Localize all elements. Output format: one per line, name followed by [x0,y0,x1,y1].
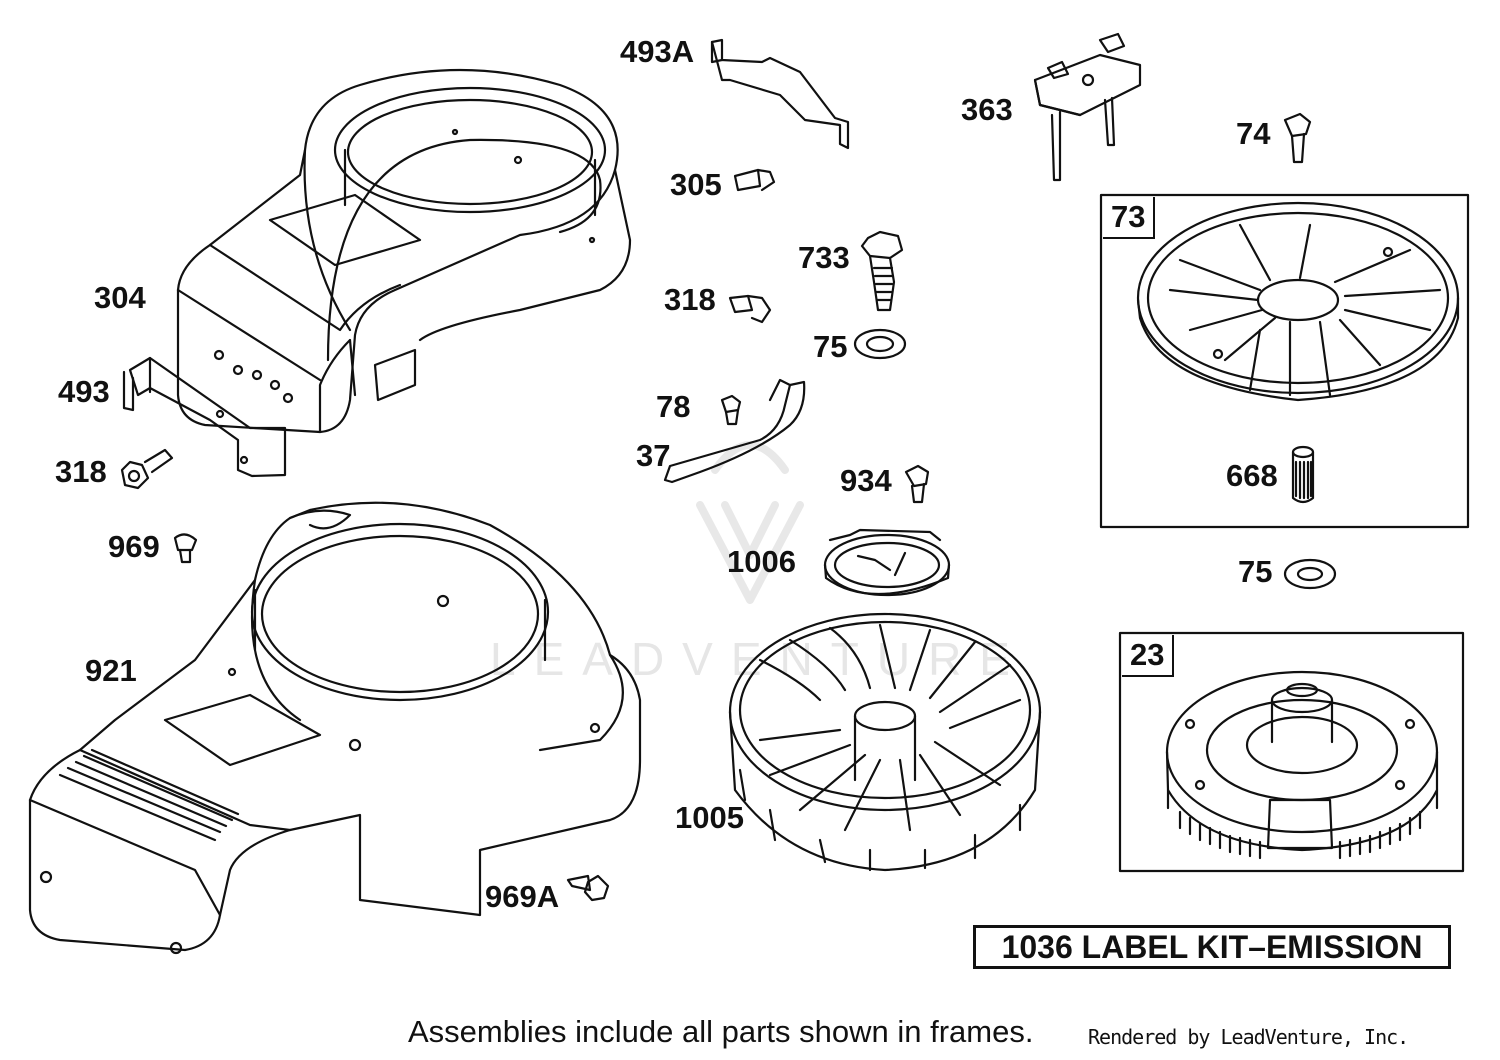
washer-75-right [1283,558,1337,590]
callout-305: 305 [670,167,722,202]
callout-1006: 1006 [727,544,796,579]
callout-493a: 493A [620,34,695,69]
callout-78: 78 [656,389,691,424]
rendered-by-credit: Rendered by LeadVenture, Inc. [1088,1025,1409,1049]
bolt-969 [173,533,198,564]
callout-493: 493 [58,374,110,409]
blower-housing-304 [176,68,632,434]
callout-74: 74 [1236,116,1271,151]
callout-318: 318 [664,282,716,317]
air-vane-37 [663,378,806,484]
bracket-493a [710,38,850,150]
callout-304: 304 [94,280,146,315]
callout-37: 37 [636,438,671,473]
bolt-305 [733,168,776,192]
callout-668: 668 [1226,458,1278,493]
bracket-493 [122,356,287,478]
assemblies-note: Assemblies include all parts shown in fr… [408,1014,1034,1049]
callout-1005: 1005 [675,800,744,835]
callout-733: 733 [798,240,850,275]
washer-75-mid [853,328,907,360]
kit-label: 1036 LABEL KIT–EMISSION [973,925,1451,969]
callout-363: 363 [961,92,1013,127]
retainer-1006 [823,528,951,597]
nut-668 [1291,445,1315,504]
callout-934: 934 [840,463,892,498]
mount-363 [1033,32,1142,182]
frame-23-box [1118,631,1465,873]
frame-label-23: 23 [1122,635,1175,678]
frame-label-73: 73 [1103,197,1156,240]
callout-75: 75 [813,329,848,364]
bolt-74 [1283,112,1312,164]
callout-921: 921 [85,653,137,688]
callout-969a: 969A [485,879,560,914]
bolt-934 [904,464,930,504]
bolt-78 [720,394,742,426]
stud-733 [860,230,904,312]
callout-318: 318 [55,454,107,489]
frame-73-box [1099,193,1470,529]
bolt-318-mid [728,294,772,324]
blower-housing-921 [28,501,642,955]
callout-75: 75 [1238,554,1273,589]
flywheel-23 [1165,670,1439,860]
bolt-318-left [120,448,174,490]
screen-73 [1136,201,1460,402]
bolt-969a [566,874,610,902]
fan-1005 [728,612,1042,872]
callout-969: 969 [108,529,160,564]
watermark-logo [696,441,804,604]
